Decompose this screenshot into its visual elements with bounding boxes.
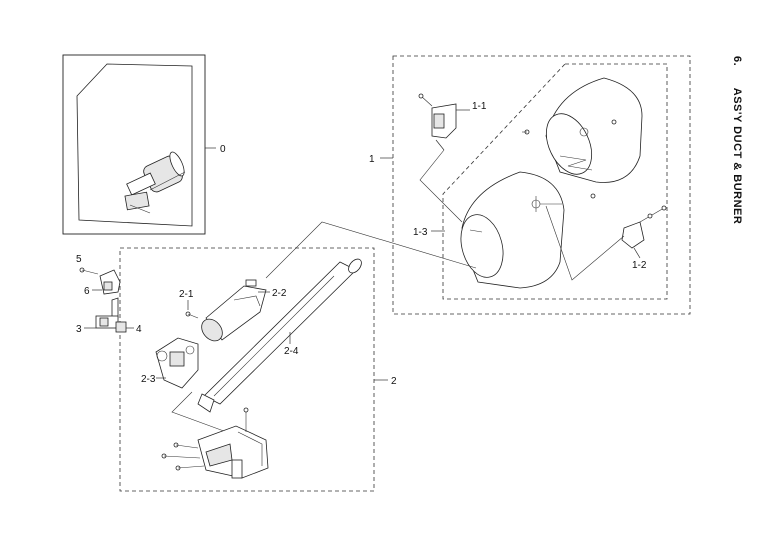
label-1: 1 (369, 154, 375, 165)
label-2-3: 2-3 (141, 374, 156, 385)
label-2-2: 2-2 (272, 288, 287, 299)
burner-nozzle (201, 279, 267, 342)
section-title: 6. ASS'Y DUCT & BURNER (731, 56, 743, 224)
igniter-3 (95, 297, 119, 329)
duct-group: 1 1-1 (369, 55, 691, 315)
label-2: 2 (391, 376, 397, 387)
assembly-frame (62, 54, 206, 235)
mounting-bracket (161, 407, 269, 479)
sensor-4 (115, 321, 127, 333)
bracket-1-1 (418, 93, 457, 139)
connector-line (265, 221, 477, 279)
label-1-3: 1-3 (413, 227, 428, 238)
burner-group: 2 2-4 2-2 2-1 (119, 247, 397, 492)
bracket-6 (99, 269, 121, 295)
label-1-1: 1-1 (472, 101, 487, 112)
duct-shell (460, 171, 565, 289)
burner-screw (185, 311, 199, 319)
duct-group-frame (392, 55, 691, 315)
label-6: 6 (84, 286, 90, 297)
section-number: 6. (731, 56, 743, 67)
label-2-1: 2-1 (179, 289, 194, 300)
label-4: 4 (136, 324, 142, 335)
gas-valve (155, 337, 199, 389)
bracket-1-2 (621, 205, 667, 249)
section-heading: ASS'Y DUCT & BURNER (731, 87, 743, 225)
duct-cylinder-upper (522, 77, 643, 199)
label-5: 5 (76, 254, 82, 265)
assembly-overview: 0 (62, 54, 226, 235)
burner-tube (197, 258, 362, 413)
label-3: 3 (76, 324, 82, 335)
screw-5 (79, 267, 99, 275)
small-parts: 5 6 3 4 (76, 254, 142, 335)
assembly-thumbnail (124, 151, 186, 214)
label-2-4: 2-4 (284, 346, 299, 357)
burner-group-frame (119, 247, 375, 492)
label-1-2: 1-2 (632, 260, 647, 271)
duct-subgroup-frame (442, 63, 668, 300)
label-0: 0 (220, 144, 226, 155)
